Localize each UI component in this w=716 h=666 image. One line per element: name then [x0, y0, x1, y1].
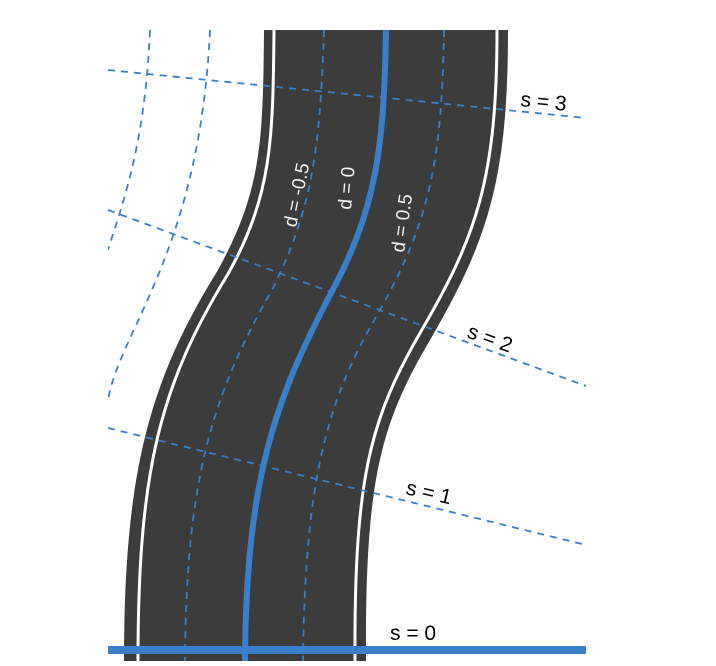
grid-line-d-neg-1-5: [108, 30, 151, 251]
reference-line-d-0: [242, 30, 389, 661]
grid-line-s-1: [108, 427, 586, 546]
grid-line-s-2: [108, 209, 586, 387]
grid-line-d-neg-1: [108, 30, 211, 401]
label-s-3: s = 3: [519, 88, 567, 116]
road-edge-right: [353, 30, 499, 661]
baseline-s-0: [108, 646, 586, 654]
road-surface: [124, 30, 508, 661]
label-d-0: d = 0: [335, 166, 360, 210]
plot-area: [108, 30, 586, 661]
label-s-1: s = 1: [404, 476, 454, 509]
road-edge-left: [136, 30, 276, 661]
lane-line-d-neg-0-5: [184, 30, 325, 661]
label-s-2: s = 2: [464, 320, 515, 357]
grid-line-s-3: [108, 69, 586, 119]
label-s-0: s = 0: [390, 622, 436, 645]
